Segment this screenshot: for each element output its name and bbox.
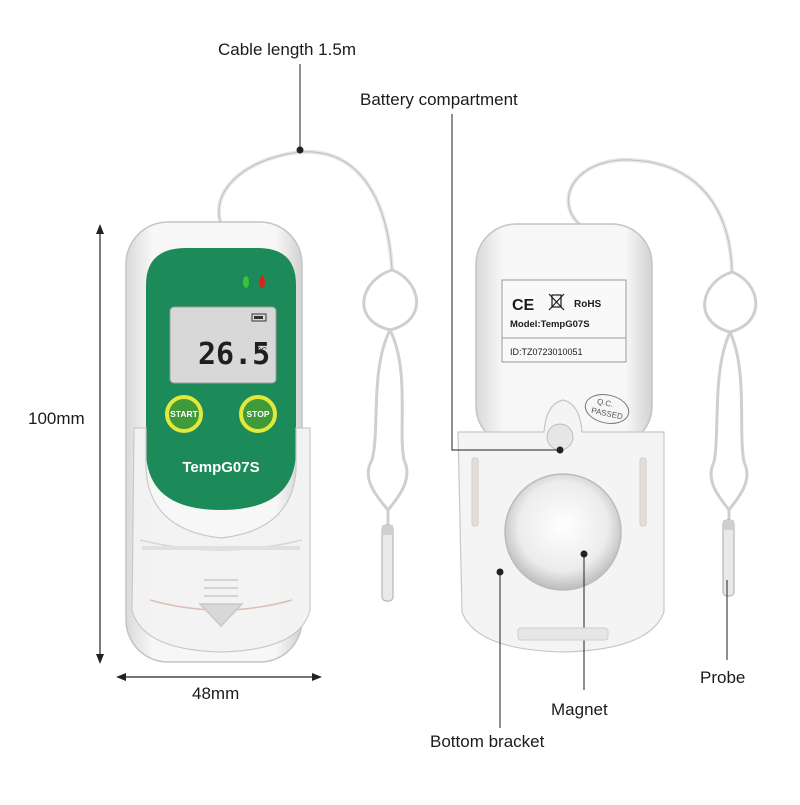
front-probe-loop (362, 268, 419, 525)
front-bracket (131, 427, 311, 653)
back-probe-loop (703, 270, 758, 520)
front-device: 26.5 ℃ START STOP TempG07S (125, 64, 419, 663)
green-led (243, 276, 249, 288)
battery-callout-line (451, 114, 560, 451)
magnet-callout: Magnet (551, 700, 608, 719)
lcd-unit: ℃ (257, 346, 267, 356)
stop-button[interactable]: STOP (239, 395, 277, 433)
front-model-name: TempG07S (182, 459, 259, 476)
battery-compartment-knob[interactable] (546, 423, 574, 451)
magnet-disc (504, 473, 622, 591)
lcd-screen (169, 306, 277, 384)
front-probe-tip (381, 524, 394, 602)
slide-arrow-icon (198, 579, 244, 628)
width-dimension-label: 48mm (192, 684, 240, 703)
rohs-mark: RoHS (574, 299, 602, 310)
battery-compartment-callout: Battery compartment (360, 90, 518, 109)
width-dimension-line (116, 673, 322, 681)
product-label-sticker (501, 279, 627, 363)
weee-bin-icon (548, 293, 565, 311)
label-model: Model:TempG07S (510, 319, 590, 330)
cable-length-callout: Cable length 1.5m (218, 40, 356, 59)
label-id: ID:TZ0723010051 (510, 347, 583, 357)
red-led (259, 276, 265, 288)
stop-button-label: STOP (247, 409, 270, 419)
height-dimension-label: 100mm (28, 409, 85, 428)
qc-stamp-line1: Q.C. (596, 397, 614, 409)
lcd-reading: 26.5 (198, 337, 270, 372)
start-button-label: START (170, 409, 199, 419)
back-device: CE RoHS Model:TempG07S ID:TZ0723010051 Q… (451, 114, 758, 728)
height-dimension-line (96, 224, 104, 664)
back-probe-tip (722, 519, 735, 597)
start-button[interactable]: START (165, 395, 203, 433)
bottom-bracket-callout: Bottom bracket (430, 732, 545, 751)
ce-mark: CE (512, 297, 535, 314)
probe-callout: Probe (700, 668, 746, 687)
battery-icon (251, 313, 267, 322)
